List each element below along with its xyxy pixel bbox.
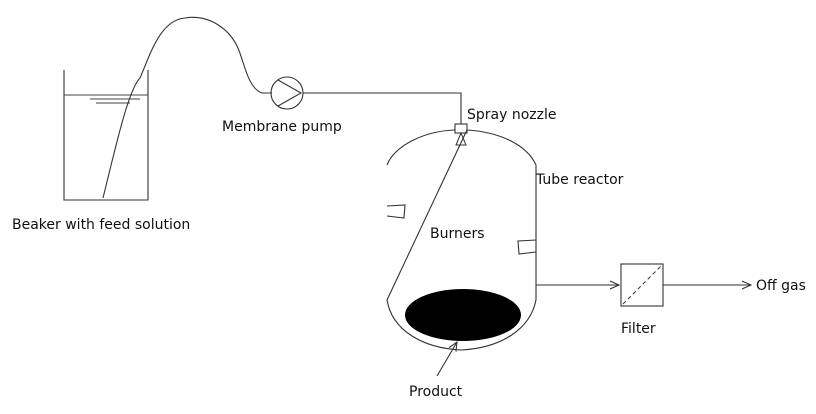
label-product: Product — [409, 384, 463, 400]
label-offgas: Off gas — [756, 278, 806, 294]
feed-line — [303, 92, 462, 124]
feed-tube — [102, 16, 272, 199]
label-reactor: Tube reactor — [535, 172, 624, 188]
filter — [620, 263, 664, 307]
membrane-pump — [270, 76, 304, 110]
label-filter: Filter — [621, 321, 656, 337]
beaker — [63, 70, 149, 201]
burner-left — [386, 204, 406, 219]
label-beaker: Beaker with feed solution — [12, 217, 190, 233]
product-arrow — [436, 342, 457, 377]
label-nozzle: Spray nozzle — [467, 107, 556, 123]
product-deposit — [405, 289, 521, 341]
burner-right — [517, 239, 537, 255]
tube-reactor — [386, 129, 537, 351]
label-burners: Burners — [430, 226, 485, 242]
label-pump: Membrane pump — [222, 119, 342, 135]
spray-nozzle — [454, 123, 468, 146]
